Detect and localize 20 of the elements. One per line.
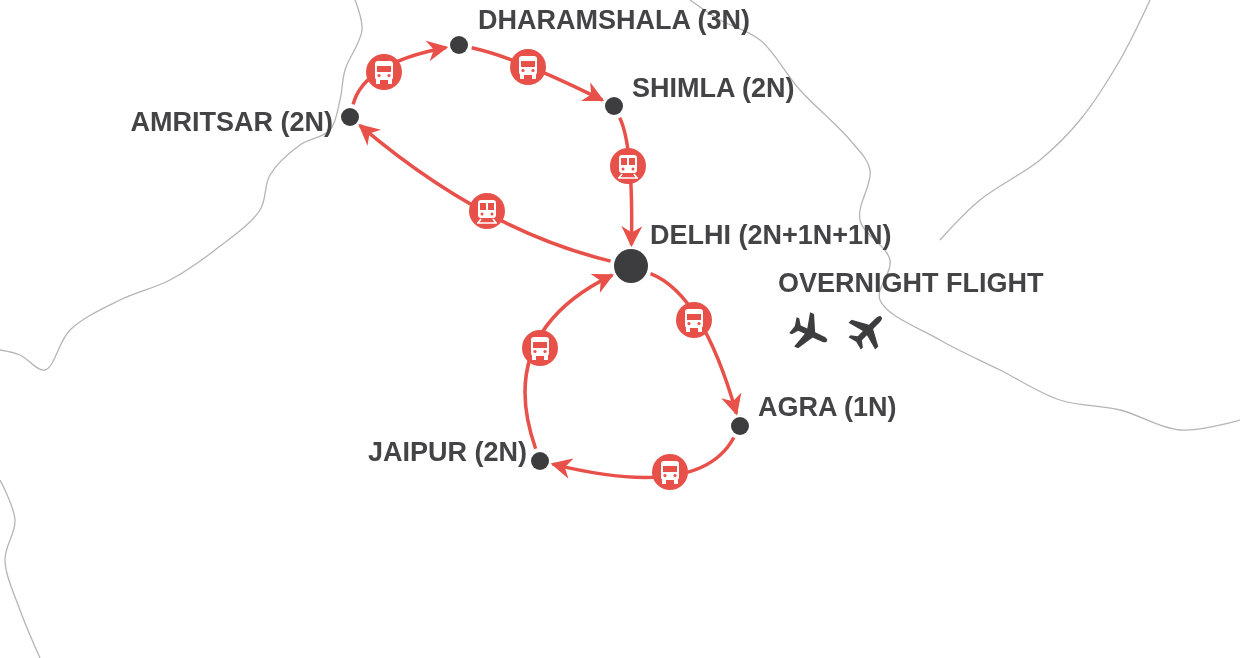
route-arrow bbox=[618, 117, 643, 248]
route-arrow bbox=[351, 41, 449, 105]
city-label: SHIMLA (2N) bbox=[632, 73, 795, 103]
route-arrow bbox=[523, 273, 614, 450]
city-label: AMRITSAR (2N) bbox=[130, 107, 333, 137]
city-label: JAIPUR (2N) bbox=[367, 437, 527, 467]
city-dot bbox=[341, 108, 359, 126]
city-dot bbox=[531, 452, 549, 470]
route-arrow bbox=[649, 272, 742, 416]
city-dot bbox=[731, 417, 749, 435]
city-dot bbox=[614, 249, 648, 283]
route-arrow bbox=[358, 124, 612, 263]
route-arrow bbox=[471, 46, 605, 102]
city-label: AGRA (1N) bbox=[758, 392, 897, 422]
city-dot bbox=[450, 36, 468, 54]
city-label: DELHI (2N+1N+1N) bbox=[650, 220, 892, 250]
route-arrow bbox=[550, 436, 736, 480]
map-label: OVERNIGHT FLIGHT bbox=[778, 268, 1044, 298]
city-label: DHARAMSHALA (3N) bbox=[478, 5, 750, 35]
city-dot bbox=[605, 97, 623, 115]
